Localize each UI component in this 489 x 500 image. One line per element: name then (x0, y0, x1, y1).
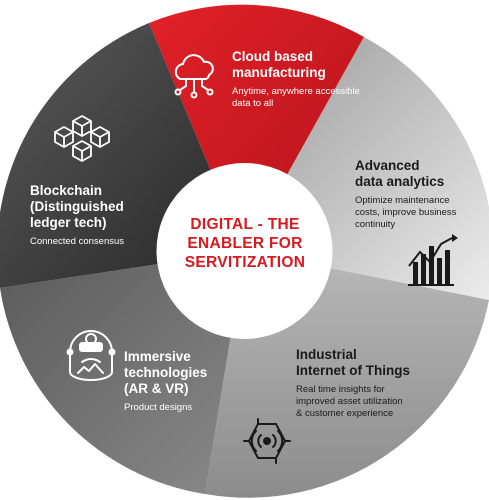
label-cloud: Cloud based manufacturing Anytime, anywh… (232, 49, 392, 110)
segment-title-line: Advanced (355, 158, 420, 173)
segment-title: Immersive technologies (AR & VR) (124, 349, 234, 397)
segment-description-line: Optimize maintenance (355, 195, 450, 206)
segment-title-line: Industrial (296, 347, 357, 362)
segment-cloud (149, 4, 364, 252)
center-title-line: ENABLER FOR (187, 235, 303, 252)
label-blockchain: Blockchain (Distinguished ledger tech) C… (30, 183, 160, 248)
segment-description-line: costs, improve business (355, 207, 457, 218)
iot-chip-icon (243, 418, 291, 464)
segment-description-line: Connected consensus (30, 236, 125, 247)
segment-title-line: Blockchain (30, 183, 103, 198)
segment-title: Blockchain (Distinguished ledger tech) (30, 183, 160, 231)
vr-headset-icon (66, 330, 116, 381)
segment-description-line: data to all (232, 98, 274, 109)
segment-description-line: continuity (355, 219, 396, 230)
segment-description-line: improved asset utilization (296, 396, 403, 407)
segment-title: Advanced data analytics (355, 158, 485, 190)
center-title: DIGITAL - THE ENABLER FOR SERVITIZATION (165, 215, 325, 272)
bar-chart-trend-icon (408, 234, 458, 286)
segment-title-line: (Distinguished (30, 199, 124, 214)
segment-description: Real time insights for improved asset ut… (296, 384, 446, 420)
segment-title: Cloud based manufacturing (232, 49, 392, 81)
label-immersive: Immersive technologies (AR & VR) Product… (124, 349, 234, 414)
cloud-network-icon (174, 54, 214, 99)
label-iot: Industrial Internet of Things Real time … (296, 347, 446, 420)
segment-title-line: (AR & VR) (124, 381, 189, 396)
segment-title-line: ledger tech) (30, 215, 107, 230)
center-title-line: SERVITIZATION (184, 254, 306, 271)
segment-description-line: & customer experience (296, 408, 394, 419)
segment-description: Anytime, anywhere accessible data to all (232, 86, 392, 110)
segment-description: Connected consensus (30, 236, 160, 248)
segment-title-line: manufacturing (232, 65, 326, 80)
segment-title-line: data analytics (355, 174, 445, 189)
segment-title-line: Immersive (124, 349, 191, 364)
label-analytics: Advanced data analytics Optimize mainten… (355, 158, 485, 231)
segment-title-line: technologies (124, 365, 208, 380)
center-title-line: DIGITAL - THE (190, 216, 300, 233)
segment-description: Optimize maintenance costs, improve busi… (355, 195, 485, 231)
segment-description-line: Real time insights for (296, 384, 385, 395)
segment-description: Product designs (124, 402, 234, 414)
segment-title-line: Internet of Things (296, 363, 410, 378)
segment-title: Industrial Internet of Things (296, 347, 446, 379)
center-circle (156, 163, 333, 339)
segment-description-line: Anytime, anywhere accessible (232, 86, 360, 97)
segment-title-line: Cloud based (232, 49, 314, 64)
blockchain-cubes-icon (54, 115, 110, 162)
segment-description-line: Product designs (124, 402, 193, 413)
